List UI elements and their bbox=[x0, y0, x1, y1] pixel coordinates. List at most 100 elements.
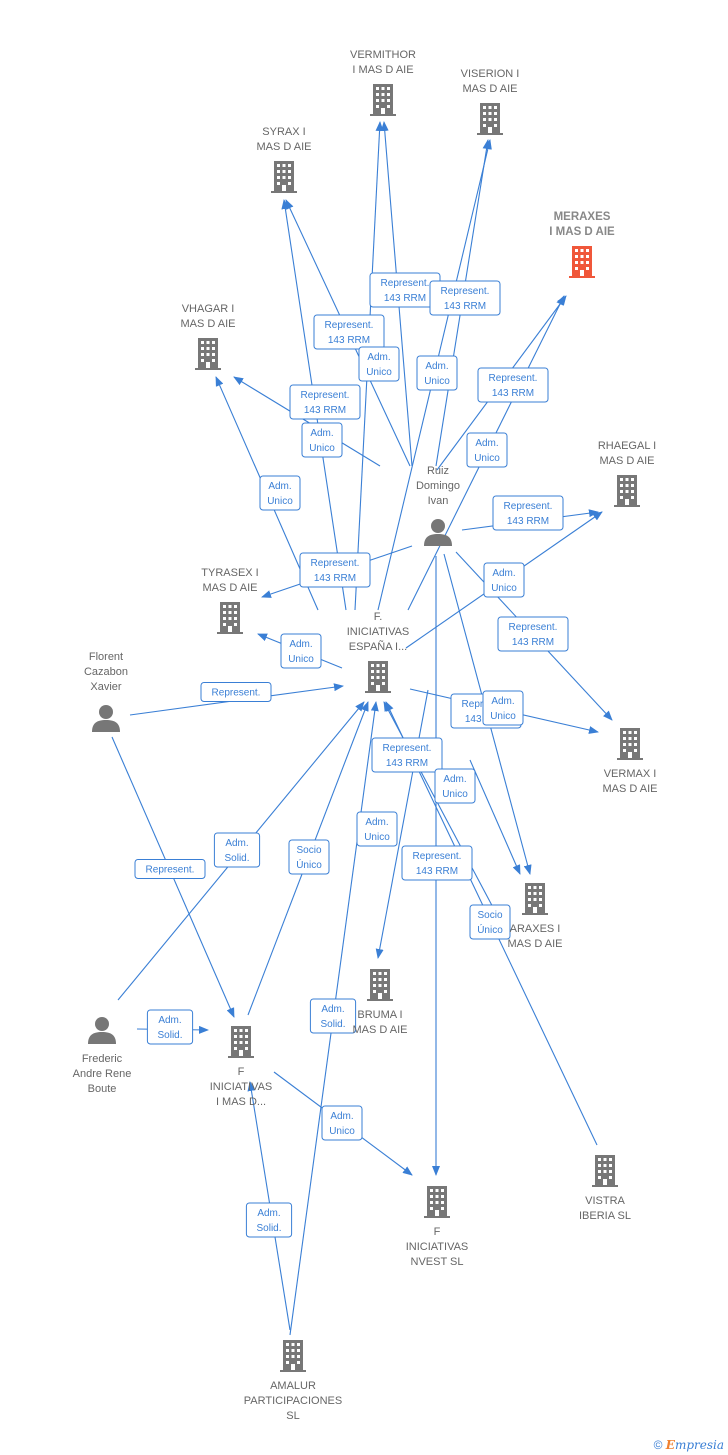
edge-label[interactable]: Adm.Unico bbox=[434, 768, 476, 804]
edge-label-text: Adm. bbox=[475, 438, 498, 449]
edge-label-text: Unico bbox=[267, 496, 293, 507]
edge-label-text: Adm. bbox=[443, 774, 466, 785]
edge-label-box bbox=[401, 845, 473, 881]
node-label: MAS D AIE bbox=[599, 455, 654, 467]
node-label: ARAXES I bbox=[510, 923, 561, 935]
edge-label-box bbox=[371, 737, 443, 773]
edge-label[interactable]: Adm.Solid. bbox=[146, 1009, 194, 1045]
edge-label-text: Represent. bbox=[146, 865, 195, 876]
node-label: F. bbox=[374, 611, 383, 623]
edge-label-text: Represent. bbox=[383, 743, 432, 754]
node-label: F bbox=[238, 1066, 245, 1078]
edge-label-box bbox=[200, 682, 272, 702]
edge-label[interactable]: Represent. 143 RRM bbox=[299, 552, 371, 588]
edge-label[interactable]: Represent.143 RRM bbox=[313, 314, 385, 350]
edge-label-text: Unico bbox=[424, 376, 450, 387]
edge-label[interactable]: Represent.143 RRM bbox=[289, 384, 361, 420]
edge-25 bbox=[469, 759, 521, 875]
edge-label[interactable]: Adm. Unico bbox=[416, 355, 458, 391]
edge-label[interactable]: Adm.Unico bbox=[259, 475, 301, 511]
footer-brand: © Empresia bbox=[654, 1438, 724, 1452]
edge-label-text: Represent. bbox=[212, 688, 261, 699]
edge-label[interactable]: Represent. bbox=[134, 859, 206, 879]
edge-label[interactable]: Represent.143 RRM bbox=[371, 737, 443, 773]
edge-label-text: Adm. bbox=[225, 838, 248, 849]
building-icon bbox=[367, 969, 393, 1001]
edge-label-text: Represent. bbox=[381, 278, 430, 289]
edge-label-text: Único bbox=[477, 923, 503, 936]
edge-label[interactable]: Adm.Unico bbox=[466, 432, 508, 468]
edge-label[interactable]: Adm.Unico bbox=[280, 633, 322, 669]
edge-label-text: 143 RRM bbox=[507, 516, 549, 527]
edge-label[interactable]: Adm. Solid. bbox=[245, 1202, 293, 1238]
edge-label-text: Represent. bbox=[311, 558, 360, 569]
node-label: Xavier bbox=[90, 681, 122, 693]
edge-label[interactable]: Represent. bbox=[200, 682, 272, 702]
node-label: Florent bbox=[89, 651, 123, 663]
node-label: VHAGAR I bbox=[182, 303, 235, 315]
edge-label[interactable]: Represent.143 RRM bbox=[492, 495, 564, 531]
edge-label[interactable]: Adm.Unico bbox=[482, 690, 524, 726]
edge-label-box bbox=[358, 346, 400, 382]
edge-label[interactable]: Adm.Solid. bbox=[309, 998, 357, 1034]
node-label: Ivan bbox=[428, 495, 449, 507]
node-label: MAS D AIE bbox=[180, 318, 235, 330]
edge-label[interactable]: Represent.143 RRM bbox=[477, 367, 549, 403]
copyright-symbol: © bbox=[653, 1438, 663, 1452]
edge-label[interactable]: Represent.143 RRM bbox=[429, 280, 501, 316]
edge-label-text: Represent. bbox=[441, 286, 490, 297]
edge-label[interactable]: Represent.143 RRM bbox=[497, 616, 569, 652]
edge-label-text: Adm. bbox=[257, 1208, 280, 1219]
edge-label-text: Unico bbox=[491, 583, 517, 594]
edge-label[interactable]: Adm.Unico bbox=[483, 562, 525, 598]
edge-label[interactable]: Represent.143 RRM bbox=[401, 845, 473, 881]
building-icon bbox=[614, 475, 640, 507]
edge-label-text: Solid. bbox=[256, 1223, 281, 1234]
edge-label-box bbox=[289, 384, 361, 420]
edge-label-text: 143 RRM bbox=[384, 293, 426, 304]
edge-label-text: Unico bbox=[329, 1126, 355, 1137]
node-label: MAS D AIE bbox=[352, 1024, 407, 1036]
edge-label[interactable]: Adm.Unico bbox=[321, 1105, 363, 1141]
building-icon bbox=[365, 661, 391, 693]
building-icon bbox=[228, 1026, 254, 1058]
edge-label-text: Solid. bbox=[157, 1030, 182, 1041]
node-label: ESPAÑA I... bbox=[349, 640, 408, 653]
edge-label-text: 143 RRM bbox=[314, 573, 356, 584]
node-vhagar[interactable]: VHAGAR I MAS D AIE bbox=[180, 303, 236, 370]
edge-label-text: Adm. bbox=[425, 361, 448, 372]
edge-label-box bbox=[466, 432, 508, 468]
person-icon bbox=[88, 1017, 116, 1044]
edge-label-box bbox=[259, 475, 301, 511]
edge-label[interactable]: Adm.Unico bbox=[301, 422, 343, 458]
edge-label-text: 143 RRM bbox=[328, 335, 370, 346]
node-label: SYRAX I bbox=[262, 126, 305, 138]
edge-label[interactable]: Adm.Unico bbox=[356, 811, 398, 847]
edge-label[interactable]: Adm.Unico bbox=[358, 346, 400, 382]
edge-label-box bbox=[288, 839, 330, 875]
edge-label-text: Adm. bbox=[367, 352, 390, 363]
edge-label[interactable]: Adm.Solid. bbox=[213, 832, 261, 868]
node-label: Cazabon bbox=[84, 666, 128, 678]
edge-label-text: Único bbox=[296, 858, 322, 871]
